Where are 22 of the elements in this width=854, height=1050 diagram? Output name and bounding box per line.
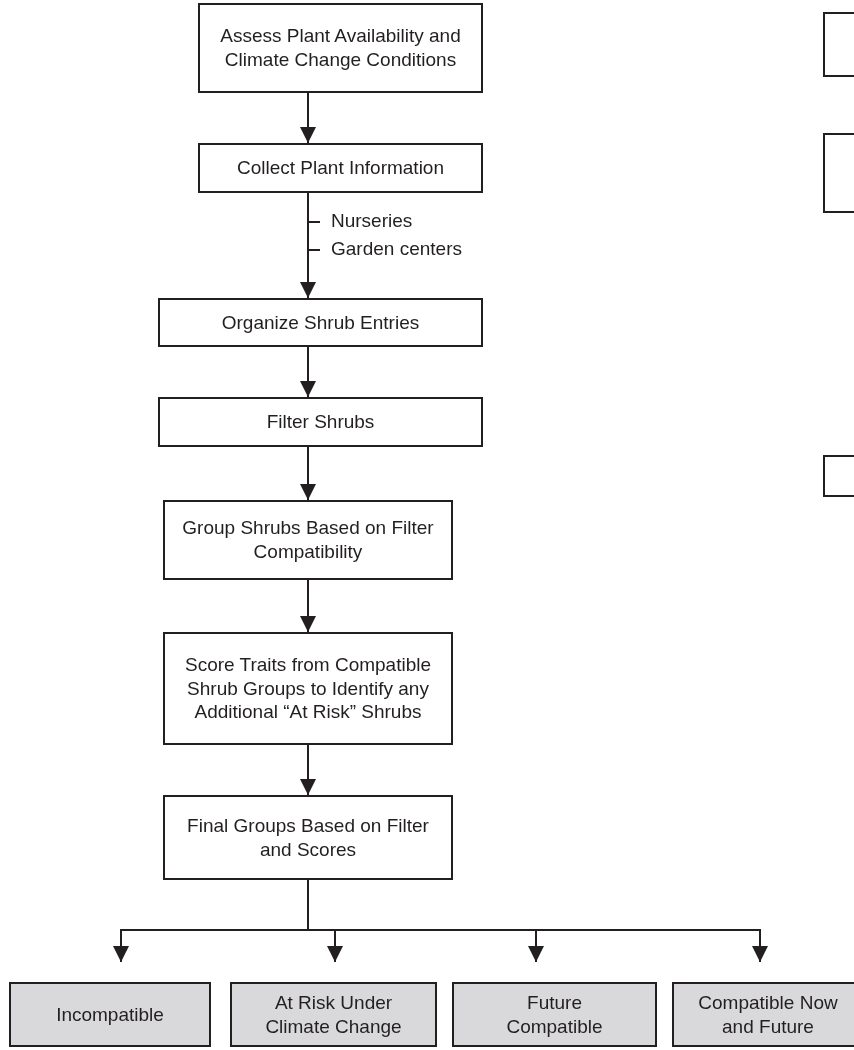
category-box: At Risk Under Climate Change bbox=[230, 982, 437, 1047]
process-box: Collect Plant Information bbox=[198, 143, 483, 193]
empty-box bbox=[823, 133, 854, 213]
empty-box bbox=[823, 12, 854, 77]
category-box: Incompatible bbox=[9, 982, 211, 1047]
source-label: Nurseries bbox=[331, 210, 413, 232]
arrow bbox=[300, 346, 316, 398]
source-label: Garden centers bbox=[331, 238, 462, 260]
empty-box bbox=[823, 455, 854, 497]
process-box: Filter Shrubs bbox=[158, 397, 483, 447]
process-box: Final Groups Based on Filter and Scores bbox=[163, 795, 453, 880]
process-box: Assess Plant Availability and Climate Change Conditions bbox=[198, 3, 483, 93]
arrow bbox=[300, 744, 316, 796]
arrow bbox=[300, 446, 316, 501]
category-box: Future Compatible bbox=[452, 982, 657, 1047]
process-box: Organize Shrub Entries bbox=[158, 298, 483, 347]
process-box: Score Traits from Compatible Shrub Groups to Identify any Additional “At Risk” Shrubs bbox=[163, 632, 453, 745]
arrow bbox=[300, 92, 316, 144]
arrow bbox=[300, 579, 316, 633]
process-box: Group Shrubs Based on Filter Compatibility bbox=[163, 500, 453, 580]
category-box: Compatible Now and Future bbox=[672, 982, 854, 1047]
arrow bbox=[300, 192, 316, 299]
